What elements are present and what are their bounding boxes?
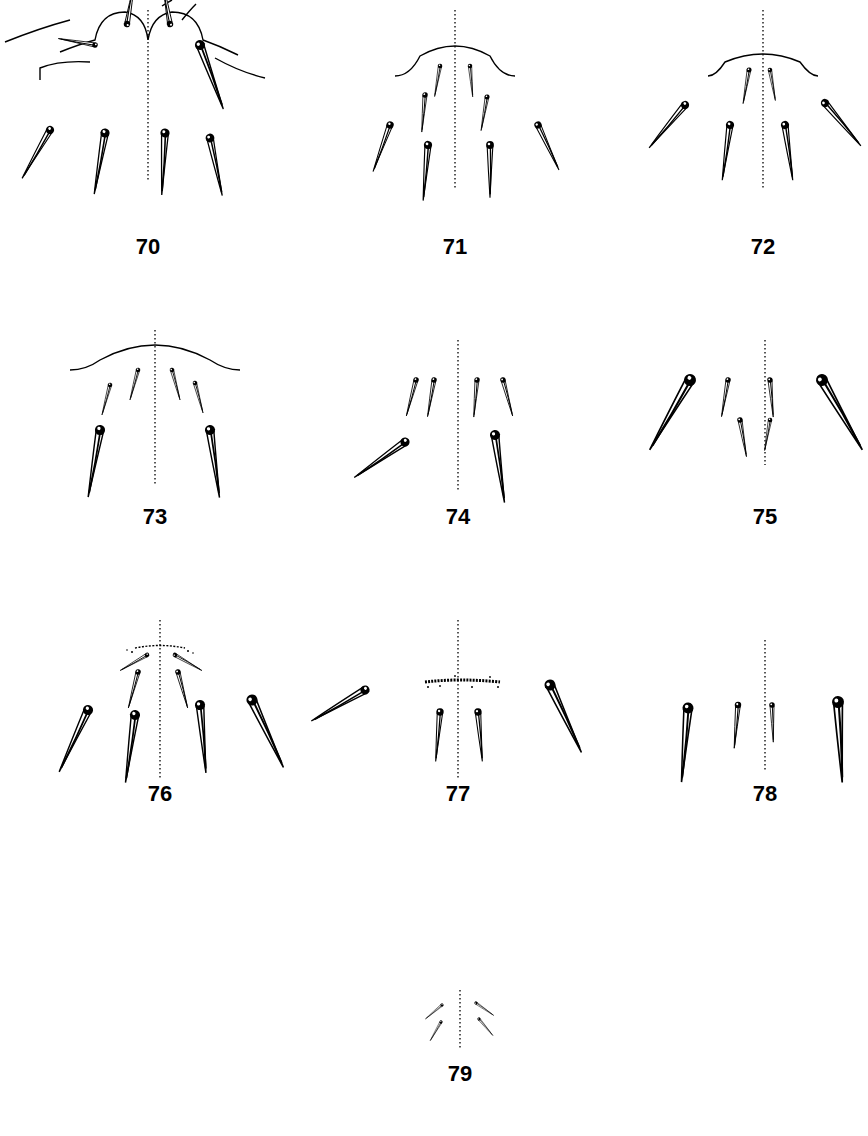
figure-number: 74 <box>446 506 470 528</box>
figure-number: 78 <box>753 783 777 805</box>
figure-number: 77 <box>446 783 470 805</box>
figure-number: 70 <box>136 236 160 258</box>
figure-number: 72 <box>751 236 775 258</box>
figure-number: 76 <box>148 783 172 805</box>
figure-number: 79 <box>448 1063 472 1085</box>
figure-number: 71 <box>443 236 467 258</box>
figure-number: 75 <box>753 506 777 528</box>
figure-number: 73 <box>143 506 167 528</box>
